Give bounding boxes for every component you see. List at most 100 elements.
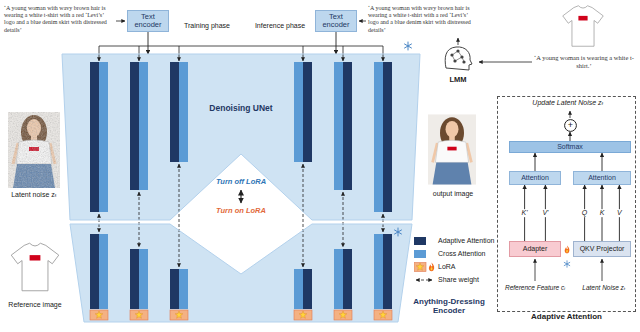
decor-path (116, 21, 125, 22)
decor-path (99, 214, 100, 232)
connector (602, 153, 603, 171)
decor-rect (8, 112, 60, 188)
band-outline (62, 54, 420, 220)
text-holder: Attention (521, 174, 549, 182)
node-text: Anything-Dressing Encoder (413, 297, 485, 315)
legend-swatch (414, 237, 426, 245)
decor-use (299, 311, 307, 318)
decor-path (343, 46, 344, 61)
decor-rect (334, 62, 343, 190)
edge-label: V (616, 209, 623, 217)
legend-row: LoRA (414, 260, 494, 273)
trainable-icon (429, 262, 434, 271)
attention-box: Attention (573, 171, 631, 185)
decor-rect (179, 62, 188, 162)
legend: Adaptive AttentionCross AttentionLoRA Sha… (414, 234, 494, 286)
decor-path (445, 47, 472, 70)
edge-label: K' (521, 209, 529, 217)
decor-path (359, 21, 366, 22)
decor-rect (139, 249, 148, 309)
text-holder: Softmax (557, 143, 583, 151)
encoder-box: Text encoder (315, 10, 357, 32)
decor-rect (383, 234, 392, 309)
decor-rect (374, 62, 383, 212)
decor-circle (450, 53, 453, 56)
node-text: Text encoder (134, 12, 161, 29)
decor-rect (130, 249, 139, 309)
node-text: Adaptive Attention (531, 312, 602, 321)
label-text: Reference image (8, 301, 61, 308)
prompt-text: ‘A young woman is wearing a white t-shir… (534, 54, 634, 70)
text-holder: + (568, 121, 573, 130)
encoder-band: Anything-Dressing Encoder (62, 224, 420, 322)
legend-sample-holder (414, 237, 438, 245)
input-label: Latent Noise zₜ (573, 284, 635, 292)
node-text: Attention (588, 174, 616, 181)
label-text: Turn on LoRA (216, 206, 266, 215)
decor-rect (170, 310, 188, 320)
label-text: Turn off LoRA (216, 177, 266, 186)
decor-use (379, 311, 387, 318)
connector (336, 32, 337, 54)
legend-sample-holder (414, 276, 438, 284)
share-sample (416, 279, 432, 280)
label-text: Latent noise zₜ (11, 191, 57, 198)
text-holder: Anything-Dressing Encoder (402, 298, 496, 316)
lora-state-label: Turn off LoRA (201, 177, 281, 186)
decor-path (458, 38, 459, 45)
edge-label-text: K' (522, 209, 528, 216)
decor-rect (170, 62, 179, 162)
frozen-icon (564, 261, 570, 267)
label-text: Training phase (184, 22, 230, 29)
decor-circle (453, 59, 456, 62)
unet-band-fill (62, 54, 420, 220)
decor-path (99, 46, 100, 61)
text-holder: Adapter (523, 245, 548, 253)
output-label: Update Latent Noise zₜ (500, 99, 636, 107)
edge-label-text: V' (542, 209, 548, 216)
decor-rect (130, 62, 139, 190)
decor-rect (374, 310, 392, 320)
decor-rect (334, 249, 343, 309)
connector (535, 153, 536, 171)
decor-rect (90, 62, 99, 212)
unet-blocks (90, 62, 392, 212)
text-holder: Text encoder (130, 13, 166, 30)
image-caption: output image (420, 190, 486, 198)
output-picture (428, 114, 476, 184)
tshirt-picture (563, 6, 603, 46)
legend-text: Cross Attention (438, 250, 485, 257)
decor-use (135, 311, 143, 318)
lora-star (416, 262, 424, 269)
label-text: Inference phase (255, 22, 305, 29)
phase-label: Training phase (176, 22, 238, 30)
text-holder: LMM (440, 76, 476, 84)
image-caption: Latent noise zₜ (0, 191, 68, 199)
label-text: ‘A young woman is wearing a white t-shir… (534, 54, 634, 69)
legend-sample-holder (414, 250, 438, 258)
input-label: Reference Feature cᵢ (497, 284, 573, 292)
decor-rect (90, 234, 99, 309)
decor-rect (294, 269, 303, 309)
node-text: LMM (449, 75, 466, 84)
band-outline (62, 224, 420, 322)
image-caption: Reference image (0, 301, 70, 309)
decor-circle (462, 60, 465, 63)
frozen-icon (405, 42, 412, 50)
legend-row: Adaptive Attention (414, 234, 494, 247)
legend-text: Share weight (438, 276, 479, 283)
lora-marks (90, 310, 392, 320)
label-text: ‘A young woman with wavy brown hair is w… (368, 5, 471, 33)
node-text: Softmax (557, 143, 583, 150)
phase-label: Inference phase (248, 22, 312, 30)
decor-path (570, 111, 571, 118)
text-holder: Text encoder (318, 13, 354, 30)
encoder-band-fill (70, 224, 412, 322)
decor-rect (303, 62, 312, 162)
decor-rect (139, 62, 148, 190)
text-holder: QKV Projector (580, 245, 625, 253)
trainable-icon (565, 246, 570, 254)
lora-toggle-arrow (240, 190, 241, 203)
lora-state-label: Turn on LoRA (201, 206, 281, 215)
decor-use (8, 112, 60, 188)
